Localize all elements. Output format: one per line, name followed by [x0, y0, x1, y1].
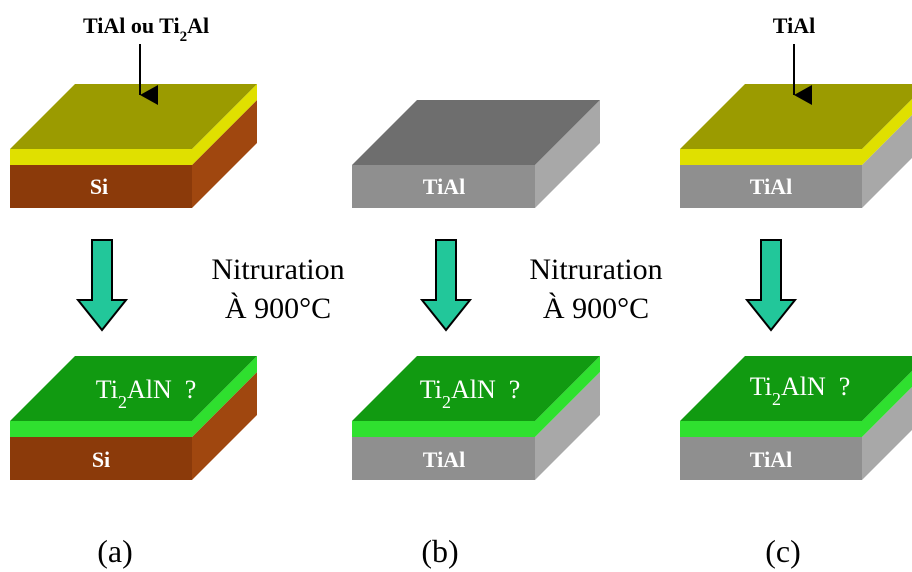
- block-c-bottom-film-front: [680, 421, 862, 437]
- block-a-bottom-film-front: [10, 421, 192, 437]
- process-arrow-b: [419, 239, 473, 332]
- block-b-top: TiAl: [352, 100, 600, 208]
- block-c-bottom-film-label: Ti2AlN ?: [750, 372, 851, 409]
- block-c-bottom-side: [862, 387, 912, 480]
- block-b-bottom-side: [535, 372, 600, 480]
- caption-a: (a): [97, 533, 133, 569]
- block-a-top-film-side: [192, 84, 257, 165]
- block-a-top-film-front: [10, 149, 192, 165]
- top-label-a: TiAl ou Ti2Al: [83, 13, 209, 45]
- block-c-top: TiAl: [680, 84, 912, 208]
- block-c-top-film-top: [680, 84, 912, 149]
- block-c-bottom-film-side: [862, 371, 912, 437]
- block-b-bottom-substrate-label: TiAl: [423, 447, 465, 472]
- block-c-bottom-substrate-label: TiAl: [750, 447, 792, 472]
- block-b-top-substrate-label: TiAl: [423, 174, 465, 199]
- process-label-2-line1: Nitruration: [529, 253, 662, 286]
- block-c-bottom-film-top: [680, 356, 912, 421]
- block-c-bottom-front: [680, 437, 862, 480]
- caption-c: (c): [765, 533, 801, 569]
- block-a-top: Si: [10, 84, 257, 208]
- block-b-top-side: [535, 100, 600, 208]
- process-label-1-line1: Nitruration: [211, 253, 344, 286]
- block-b-bottom-film-side: [535, 356, 600, 437]
- block-c-top-film-side: [862, 99, 912, 165]
- block-b-bottom: Ti2AlN ? TiAl: [352, 356, 600, 480]
- block-a-bottom-film-top: [10, 356, 257, 421]
- block-b-bottom-film-front: [352, 421, 535, 437]
- block-a-top-film-top: [10, 84, 257, 149]
- block-b-bottom-film-label: Ti2AlN ?: [420, 375, 521, 412]
- block-c-top-side: [862, 115, 912, 208]
- caption-b: (b): [421, 533, 458, 569]
- block-a-top-substrate-label: Si: [90, 174, 108, 199]
- block-b-top-front: [352, 165, 535, 208]
- block-c-top-substrate-label: TiAl: [750, 174, 792, 199]
- process-label-2-line2: À 900°C: [543, 292, 649, 325]
- process-arrow-a: [75, 239, 129, 332]
- top-label-c: TiAl: [773, 13, 815, 38]
- block-a-bottom: Ti2AlN ? Si: [10, 356, 257, 480]
- block-a-bottom-si-side: [192, 372, 257, 480]
- block-c-top-front: [680, 165, 862, 208]
- block-a-top-si-front: [10, 165, 192, 208]
- block-b-bottom-film-top: [352, 356, 600, 421]
- block-a-bottom-substrate-label: Si: [92, 447, 110, 472]
- block-b-bottom-front: [352, 437, 535, 480]
- process-arrow-c: [744, 239, 798, 332]
- block-a-bottom-film-side: [192, 356, 257, 437]
- block-c-bottom: Ti2AlN ? TiAl: [680, 356, 912, 480]
- block-a-bottom-film-label: Ti2AlN ?: [96, 375, 197, 412]
- block-c-top-film-front: [680, 149, 862, 165]
- block-a-top-si-side: [192, 100, 257, 208]
- process-label-1-line2: À 900°C: [225, 292, 331, 325]
- block-b-top-top: [352, 100, 600, 165]
- block-a-bottom-si-front: [10, 437, 192, 480]
